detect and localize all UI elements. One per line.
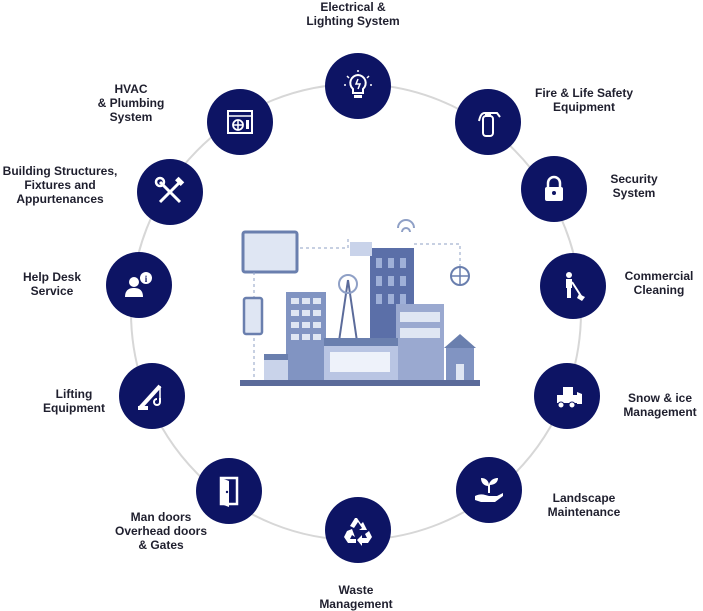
label-fire-safety: Fire & Life Safety Equipment [534,86,634,114]
node-fire-safety[interactable] [456,90,520,154]
node-lifting[interactable] [120,364,184,428]
label-snow: Snow & ice Management [623,391,697,419]
snow-plow-icon [557,387,582,409]
door-icon [219,476,239,507]
node-hvac[interactable] [208,90,272,154]
label-waste: Waste Management [319,583,393,611]
node-electrical[interactable] [326,54,390,118]
label-lifting: Lifting Equipment [43,387,105,415]
cleaner-icon [566,272,585,301]
label-hvac: HVAC & Plumbing System [97,82,165,124]
node-structures[interactable] [138,160,202,224]
node-doors[interactable] [197,459,261,523]
node-help-desk[interactable]: i [107,253,171,317]
label-doors: Man doors Overhead doors & Gates [114,510,208,552]
tools-icon [154,176,185,204]
label-security: Security System [610,172,658,200]
label-cleaning: Commercial Cleaning [624,269,694,297]
city-buildings-illustration [240,219,480,386]
recycle-icon [344,518,372,546]
padlock-icon [545,175,563,201]
label-structures: Building Structures, Fixtures and Appurt… [2,164,118,206]
light-bulb-icon [344,70,372,98]
fire-extinguisher-icon [478,112,501,137]
node-waste[interactable] [326,498,390,562]
crane-hook-icon [138,384,162,410]
label-help-desk: Help Desk Service [22,270,82,298]
svg-text:i: i [145,274,148,284]
hvac-unit-icon [227,110,253,134]
node-landscape[interactable] [457,458,521,522]
help-desk-icon: i [125,272,152,297]
node-security[interactable] [522,157,586,221]
node-cleaning[interactable] [541,254,605,318]
node-snow[interactable] [535,364,599,428]
label-electrical: Electrical & Lighting System [306,0,400,28]
label-landscape: Landscape Maintenance [547,491,621,519]
plant-in-hand-icon [475,478,503,502]
